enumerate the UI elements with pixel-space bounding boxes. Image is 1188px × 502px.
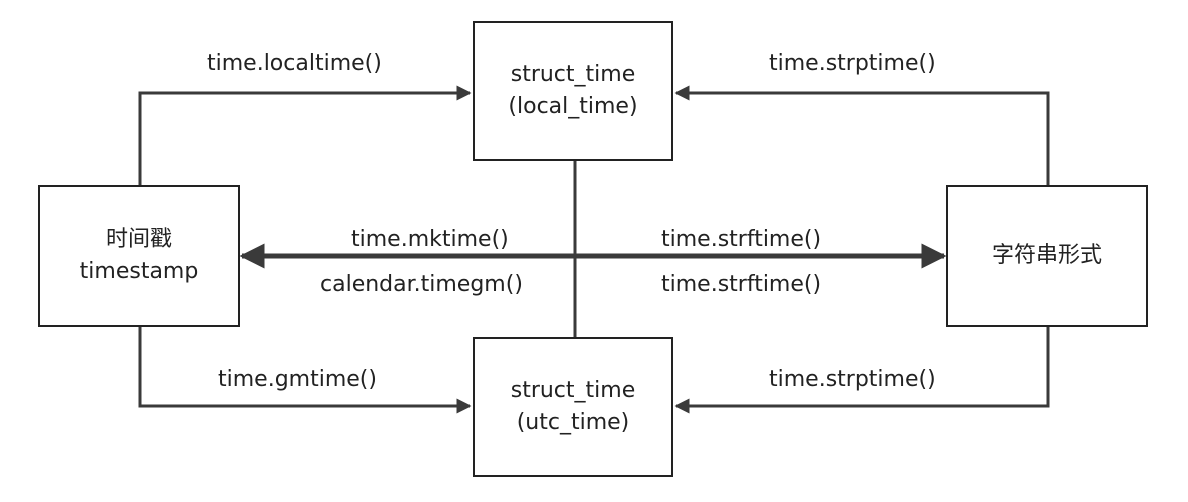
label-mktime: time.mktime() xyxy=(351,227,509,252)
node-string-line1: 字符串形式 xyxy=(991,243,1102,268)
node-local-line2: (local_time) xyxy=(508,94,638,119)
node-timestamp: 时间戳 timestamp xyxy=(38,185,240,327)
node-utc-line1: struct_time xyxy=(510,378,636,403)
label-strptime-top: time.strptime() xyxy=(769,51,936,76)
label-timegm: calendar.timegm() xyxy=(320,272,523,297)
label-gmtime: time.gmtime() xyxy=(218,367,377,392)
label-strftime-bottom: time.strftime() xyxy=(661,272,822,297)
node-struct-time-utc: struct_time (utc_time) xyxy=(473,337,673,477)
node-timestamp-line2: timestamp xyxy=(79,259,199,284)
label-strftime-top: time.strftime() xyxy=(661,227,822,252)
node-struct-time-local: struct_time (local_time) xyxy=(473,21,673,161)
edge-gmtime xyxy=(138,327,472,414)
node-local-line1: struct_time xyxy=(510,62,636,87)
node-string-format: 字符串形式 xyxy=(946,185,1148,327)
edge-localtime xyxy=(138,85,472,185)
edge-strptime-top xyxy=(674,85,1050,185)
edge-strptime-bottom xyxy=(674,327,1050,414)
node-timestamp-line1: 时间戳 xyxy=(105,227,172,252)
node-utc-line2: (utc_time) xyxy=(516,410,630,435)
label-strptime-bottom: time.strptime() xyxy=(769,367,936,392)
label-localtime: time.localtime() xyxy=(207,51,382,76)
